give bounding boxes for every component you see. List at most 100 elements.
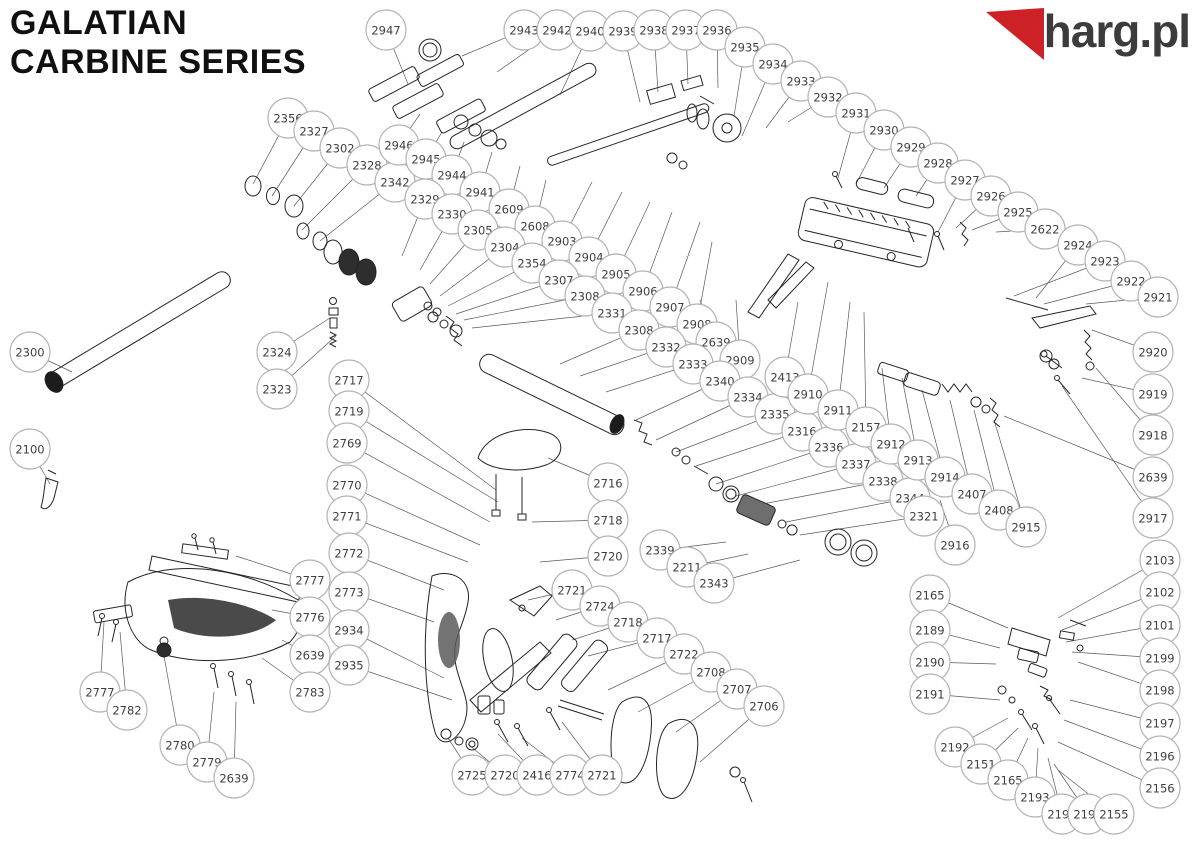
- trigger-mech-drawing: [997, 619, 1087, 745]
- part-balloon-circle: [289, 671, 331, 713]
- part-number: 2340: [705, 375, 734, 389]
- part-number: 2328: [352, 159, 381, 173]
- sharg-logo-text: harg.pl: [1043, 5, 1191, 57]
- part-number: 2199: [1145, 652, 1174, 666]
- part-balloon: 2720: [484, 754, 526, 796]
- part-number: 2639: [701, 336, 730, 350]
- part-balloon: 2321: [903, 495, 945, 537]
- part-number: 2189: [915, 624, 944, 638]
- part-number: 2777: [85, 686, 114, 700]
- part-number: 2909: [725, 354, 754, 368]
- part-balloon: 2102: [1139, 571, 1181, 613]
- part-balloon: 2622: [1024, 208, 1066, 250]
- part-balloon-circle: [328, 644, 370, 686]
- part-number: 2928: [923, 157, 952, 171]
- part-number: 2930: [869, 124, 898, 138]
- part-number: 2332: [651, 341, 680, 355]
- part-number: 2718: [613, 616, 642, 630]
- leader-line: [346, 442, 491, 523]
- part-number: 2779: [192, 756, 221, 770]
- part-balloon: 2920: [1132, 331, 1174, 373]
- part-number: 2926: [976, 190, 1005, 204]
- part-number: 2914: [930, 471, 959, 485]
- part-number: 2622: [1030, 223, 1059, 237]
- part-number: 2103: [1145, 554, 1174, 568]
- leader-line: [735, 463, 857, 497]
- part-number: 2938: [639, 24, 668, 38]
- part-number: 2330: [437, 208, 466, 222]
- receiver-drawing: [797, 197, 935, 268]
- part-number: 2305: [463, 224, 492, 238]
- part-number: 2777: [295, 574, 324, 588]
- part-balloon: 2915: [1005, 506, 1047, 548]
- part-balloon: 2199: [1139, 637, 1181, 679]
- part-number: 2771: [332, 510, 361, 524]
- part-number: 2408: [984, 504, 1013, 518]
- part-balloon: 2783: [289, 671, 331, 713]
- part-number: 2708: [696, 666, 725, 680]
- part-number: 2940: [575, 25, 604, 39]
- part-number: 2354: [517, 257, 546, 271]
- part-balloon: 2940: [569, 10, 611, 52]
- part-number: 2151: [966, 758, 995, 772]
- part-balloon: 2324: [256, 331, 298, 373]
- sharg-logo-triangle-icon: [985, 8, 1044, 60]
- part-number: 2156: [1145, 782, 1174, 796]
- part-number: 2944: [437, 169, 466, 183]
- part-balloon: 2716: [587, 462, 629, 504]
- part-balloon: 2416: [516, 754, 558, 796]
- part-number: 2935: [730, 41, 759, 55]
- part-balloon-circle: [581, 754, 623, 796]
- part-number: 2356: [273, 112, 302, 126]
- receiver-screws-drawing: [832, 171, 969, 251]
- part-number: 2706: [749, 700, 778, 714]
- part-number: 2639: [295, 649, 324, 663]
- part-number: 2936: [702, 24, 731, 38]
- grip-frame-drawing: [424, 573, 608, 743]
- part-balloon: 2910: [787, 373, 829, 415]
- spring-parts-drawing: [423, 301, 463, 347]
- part-balloon: 2772: [328, 532, 370, 574]
- part-balloon: 2343: [693, 562, 735, 604]
- part-number: 2904: [574, 251, 603, 265]
- part-balloon-circle: [1132, 373, 1174, 415]
- part-balloon: 2773: [328, 571, 370, 613]
- part-number: 2772: [334, 547, 363, 561]
- part-balloon-circle: [365, 9, 407, 51]
- leader-line: [346, 515, 469, 563]
- part-number: 2915: [1011, 521, 1040, 535]
- part-number: 2929: [896, 141, 925, 155]
- part-balloon: 2717: [328, 359, 370, 401]
- part-number: 2946: [384, 139, 413, 153]
- part-number: 2913: [903, 454, 932, 468]
- barrel-drawing: [44, 271, 231, 393]
- part-number: 2337: [841, 458, 870, 472]
- part-balloon-circle: [256, 368, 298, 410]
- part-number: 2910: [793, 388, 822, 402]
- part-balloon-circle: [9, 331, 51, 373]
- part-number: 2343: [699, 577, 728, 591]
- part-balloon: 2196: [1139, 735, 1181, 777]
- part-number: 2934: [334, 624, 363, 638]
- part-balloon: 2190: [909, 641, 951, 683]
- part-number: 2339: [645, 544, 674, 558]
- part-number: 2324: [262, 346, 291, 360]
- part-number: 2190: [915, 656, 944, 670]
- part-balloon: 2942: [536, 9, 578, 51]
- part-number: 2720: [593, 550, 622, 564]
- part-balloon: 2776: [289, 596, 331, 638]
- part-balloon-circle: [1132, 497, 1174, 539]
- part-number: 2774: [555, 769, 584, 783]
- muzzle-rings-drawing: [244, 175, 463, 338]
- part-number: 2937: [671, 24, 700, 38]
- part-number: 2198: [1145, 684, 1174, 698]
- part-balloon: 2917: [1132, 497, 1174, 539]
- leader-line: [348, 410, 499, 503]
- part-number: 2927: [950, 174, 979, 188]
- part-balloon: 2639: [1132, 456, 1174, 498]
- part-number: 2338: [868, 475, 897, 489]
- part-balloon-circle: [693, 562, 735, 604]
- part-balloon: 2943: [503, 9, 545, 51]
- part-number: 2102: [1145, 586, 1174, 600]
